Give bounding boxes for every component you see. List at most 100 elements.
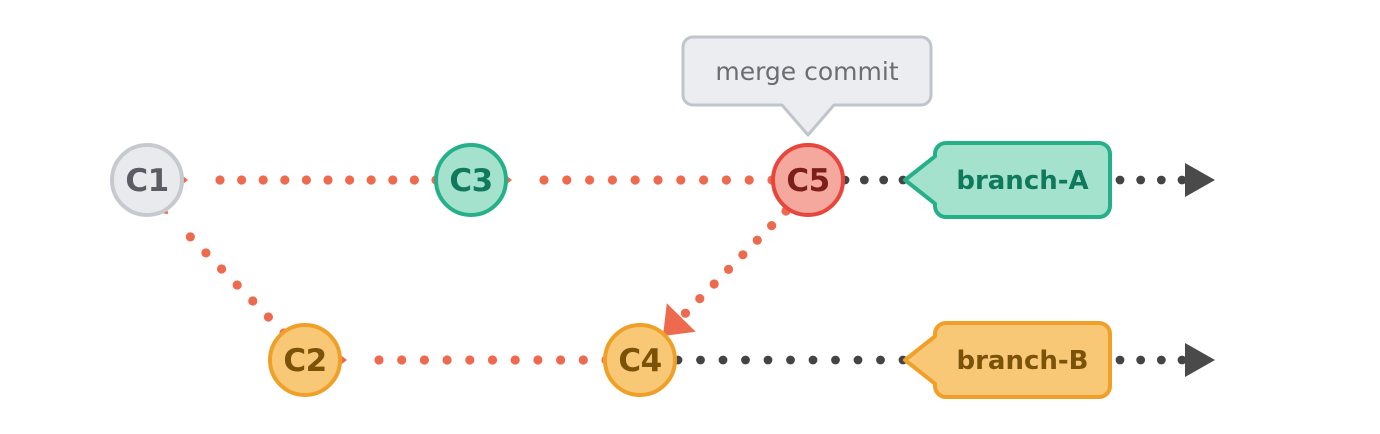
edge-dot	[510, 355, 520, 365]
edge-dot	[1136, 355, 1146, 365]
commit-circle	[603, 323, 677, 397]
edge-dot	[1177, 175, 1187, 185]
edge-dot	[201, 248, 211, 258]
edge-c5-to-branch-a	[840, 175, 908, 185]
branch-tag-branch-b[interactable]: branch-B	[903, 321, 1112, 399]
edge-dot	[1156, 175, 1166, 185]
commit-node-c5[interactable]: C5	[771, 143, 845, 217]
edge-c4-to-branch-b	[673, 355, 908, 365]
edge-dot	[301, 175, 311, 185]
edge-dot	[859, 175, 869, 185]
edge-dot	[465, 355, 475, 365]
edge-dot	[1115, 355, 1125, 365]
tooltip-label: merge commit	[715, 57, 898, 86]
edge-dot	[585, 175, 595, 185]
edge-dot	[607, 175, 618, 185]
branch-tag-shape	[903, 321, 1112, 399]
edge-dot	[721, 175, 732, 185]
edge-dot	[718, 355, 728, 365]
edge-dot	[630, 175, 640, 185]
edge-c5-to-c4	[663, 206, 791, 336]
edge-dot	[680, 308, 691, 318]
commit-circle	[434, 143, 508, 217]
head-arrow-top	[1185, 163, 1215, 197]
edge-dot	[767, 221, 777, 231]
commit-label: C4	[618, 343, 661, 379]
edge-dot	[562, 175, 572, 185]
edge-dot	[237, 175, 247, 185]
edge-dot	[752, 235, 762, 245]
head-arrows-layer	[1185, 163, 1215, 377]
commit-node-c1[interactable]: C1	[110, 143, 184, 217]
commit-node-c2[interactable]: C2	[268, 323, 342, 397]
edge-c5-to-c3	[486, 159, 777, 201]
edge-dot	[185, 232, 195, 242]
edge-dot	[653, 175, 663, 185]
edge-c4-to-c2	[321, 339, 611, 381]
edge-dot	[216, 264, 227, 274]
commit-circle	[110, 143, 184, 217]
edge-dot	[1136, 175, 1146, 185]
edge-dot	[723, 264, 734, 274]
edge-dot	[699, 175, 709, 185]
edge-dot	[786, 355, 795, 365]
edge-dot	[709, 279, 719, 289]
edge-dot	[397, 355, 407, 365]
edge-dot	[695, 293, 705, 304]
edge-dot	[419, 355, 429, 365]
branch-tag-label: branch-A	[956, 166, 1088, 196]
edge-dot	[345, 175, 355, 185]
branch-tag-branch-a[interactable]: branch-A	[903, 141, 1112, 219]
edge-dot	[741, 355, 750, 365]
edge-dot	[248, 296, 258, 306]
edge-dot	[578, 355, 588, 365]
edge-dot	[676, 175, 686, 185]
commit-circle	[268, 323, 342, 397]
edge-branch-b-to-head	[1115, 355, 1187, 365]
edge-dot	[409, 175, 419, 185]
edge-c3-to-c1	[162, 159, 441, 201]
edge-dot	[1177, 355, 1187, 365]
arrowhead-c5-to-c4	[663, 303, 696, 336]
edge-dot	[366, 175, 376, 185]
edge-dot	[280, 175, 290, 185]
edge-dot	[323, 175, 333, 185]
commit-circle	[771, 143, 845, 217]
edge-dot	[831, 355, 840, 365]
edge-dot	[879, 175, 889, 185]
commit-label: C5	[786, 163, 829, 199]
edge-dot	[808, 355, 818, 365]
edge-dot	[232, 280, 242, 290]
branches-layer: branch-A branch-B	[903, 141, 1112, 399]
edge-dot	[374, 355, 384, 365]
head-arrow-bottom	[1185, 343, 1215, 377]
edge-dot	[696, 355, 705, 365]
edge-dot	[263, 312, 273, 322]
tooltip-bubble	[681, 35, 933, 137]
edge-dot	[763, 355, 773, 365]
merge-commit-tooltip: merge commit	[681, 35, 933, 137]
edge-dot	[215, 175, 225, 185]
edge-dot	[539, 175, 549, 185]
edge-dot	[876, 355, 885, 365]
edge-dot	[533, 355, 543, 365]
edge-dot	[556, 355, 566, 365]
edge-branch-a-to-head	[1115, 175, 1187, 185]
branch-tag-label: branch-B	[956, 346, 1088, 376]
commit-node-c4[interactable]: C4	[603, 323, 677, 397]
edge-dot	[853, 355, 863, 365]
edge-dot	[1156, 355, 1166, 365]
edge-dot	[487, 355, 498, 365]
edge-dot	[744, 175, 754, 185]
edge-dot	[442, 355, 452, 365]
edge-dot	[258, 175, 268, 185]
commit-label: C3	[449, 163, 492, 199]
branch-tag-shape	[903, 141, 1112, 219]
edge-dot	[388, 175, 398, 185]
commit-label: C1	[125, 163, 168, 199]
edge-dot	[1115, 175, 1125, 185]
commit-node-c3[interactable]: C3	[434, 143, 508, 217]
